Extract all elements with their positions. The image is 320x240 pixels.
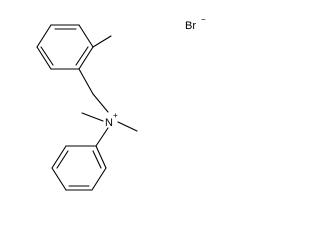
chemical-structure: N + Br − xyxy=(36,15,206,191)
nitrogen-label: N xyxy=(105,117,113,129)
methyl-bond xyxy=(92,35,112,48)
benzyl-ring xyxy=(36,24,94,70)
n-phenyl-bond xyxy=(95,127,109,147)
n-methyl-left xyxy=(81,112,104,122)
ch2-bond-1 xyxy=(78,68,94,95)
bromide-label: Br xyxy=(185,20,196,32)
nitrogen-charge: + xyxy=(113,111,118,120)
ch2-bond-2 xyxy=(92,93,109,113)
n-methyl-right xyxy=(117,121,138,132)
phenyl-ring xyxy=(51,145,107,191)
bromide-charge: − xyxy=(201,15,206,24)
